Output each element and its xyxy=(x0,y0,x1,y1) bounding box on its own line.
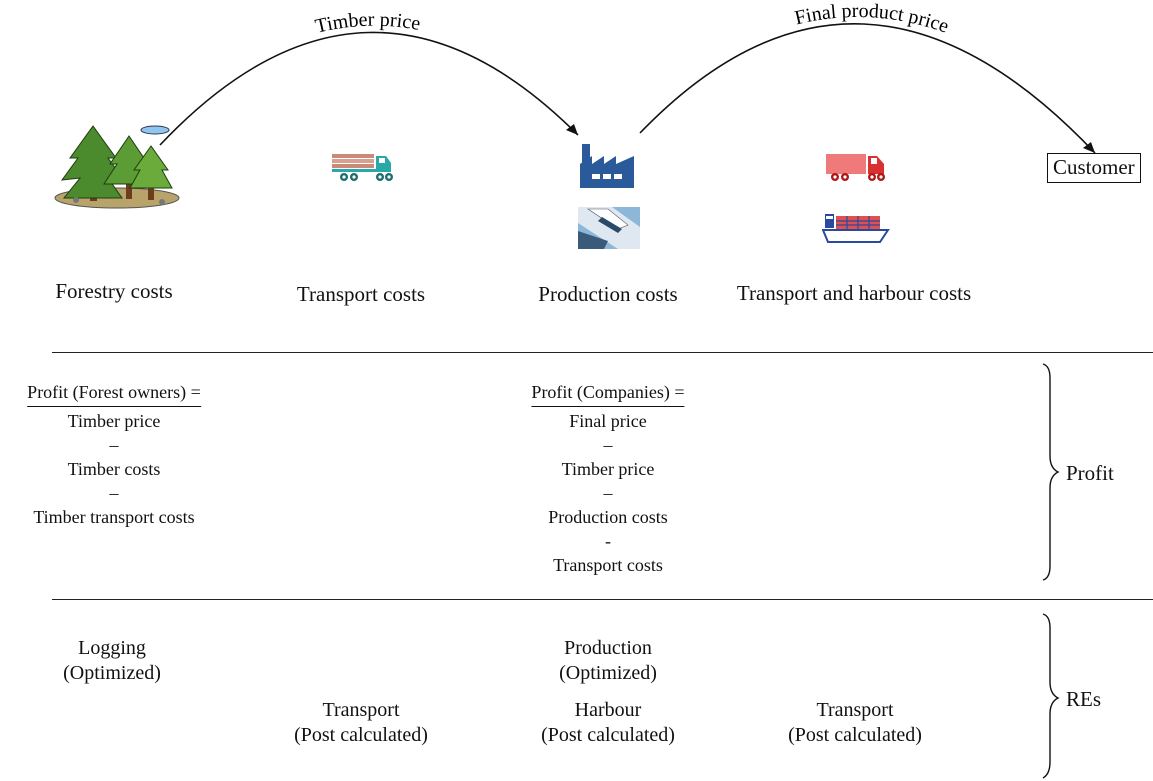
forestry-costs-label: Forestry costs xyxy=(55,279,173,303)
harbour-icon xyxy=(578,207,640,249)
final-price-arrow xyxy=(639,22,1096,154)
re-harbour: Harbour (Post calculated) xyxy=(541,698,675,748)
formula-line: Timber price xyxy=(67,411,161,431)
formula-line: Transport costs xyxy=(553,555,663,575)
re-status: (Optimized) xyxy=(63,662,161,684)
profit-brace xyxy=(1042,363,1060,581)
formula-minus: - xyxy=(604,531,611,551)
final-product-price-label: Final product price xyxy=(793,0,952,38)
profit-forest-owners-formula: Profit (Forest owners) = Timber price – … xyxy=(27,380,201,529)
formula-minus: – xyxy=(603,483,613,503)
factory-icon xyxy=(580,144,634,188)
formula-line: Timber costs xyxy=(67,459,161,479)
forest-icon xyxy=(54,125,180,209)
transport-harbour-costs-label: Transport and harbour costs xyxy=(736,281,972,305)
re-logging: Logging (Optimized) xyxy=(63,636,161,686)
re-title: Logging xyxy=(78,637,146,659)
transport-costs-label: Transport costs xyxy=(296,282,426,306)
formula-minus: – xyxy=(603,435,613,455)
re-status: (Post calculated) xyxy=(294,724,428,746)
re-title: Production xyxy=(564,637,652,659)
profit-forest-owners-head: Profit (Forest owners) = xyxy=(27,380,201,407)
timber-price-arrowhead xyxy=(566,124,578,135)
re-status: (Optimized) xyxy=(559,662,657,684)
formula-minus: – xyxy=(109,483,119,503)
formula-line: Production costs xyxy=(548,507,668,527)
divider-top xyxy=(52,352,1153,353)
final-price-arrowhead xyxy=(1083,142,1095,153)
red-truck-icon xyxy=(826,154,885,181)
formula-line: Timber transport costs xyxy=(33,507,195,527)
timber-price-label: Timber price xyxy=(313,9,422,38)
profit-companies-formula: Profit (Companies) = Final price – Timbe… xyxy=(531,380,685,577)
timber-price-arrow xyxy=(159,31,579,146)
re-status: (Post calculated) xyxy=(541,724,675,746)
re-transport-1: Transport (Post calculated) xyxy=(294,698,428,748)
res-brace xyxy=(1042,613,1060,779)
profit-companies-head: Profit (Companies) = xyxy=(531,380,685,407)
re-title: Transport xyxy=(322,699,400,721)
formula-minus: – xyxy=(109,435,119,455)
profit-brace-label: Profit xyxy=(1066,461,1114,485)
re-production: Production (Optimized) xyxy=(559,636,657,686)
production-costs-label: Production costs xyxy=(538,282,678,306)
log-truck-icon xyxy=(332,154,393,181)
divider-bottom xyxy=(52,599,1153,600)
res-brace-label: REs xyxy=(1066,687,1102,711)
formula-line: Timber price xyxy=(561,459,655,479)
re-title: Transport xyxy=(816,699,894,721)
re-status: (Post calculated) xyxy=(788,724,922,746)
customer-label: Customer xyxy=(1053,155,1135,179)
re-title: Harbour xyxy=(574,699,642,721)
customer-box: Customer xyxy=(1047,153,1141,183)
container-ship-icon xyxy=(822,214,890,243)
formula-line: Final price xyxy=(569,411,647,431)
re-transport-2: Transport (Post calculated) xyxy=(788,698,922,748)
price-flow-arrows: Timber price Final product price xyxy=(159,0,1096,154)
